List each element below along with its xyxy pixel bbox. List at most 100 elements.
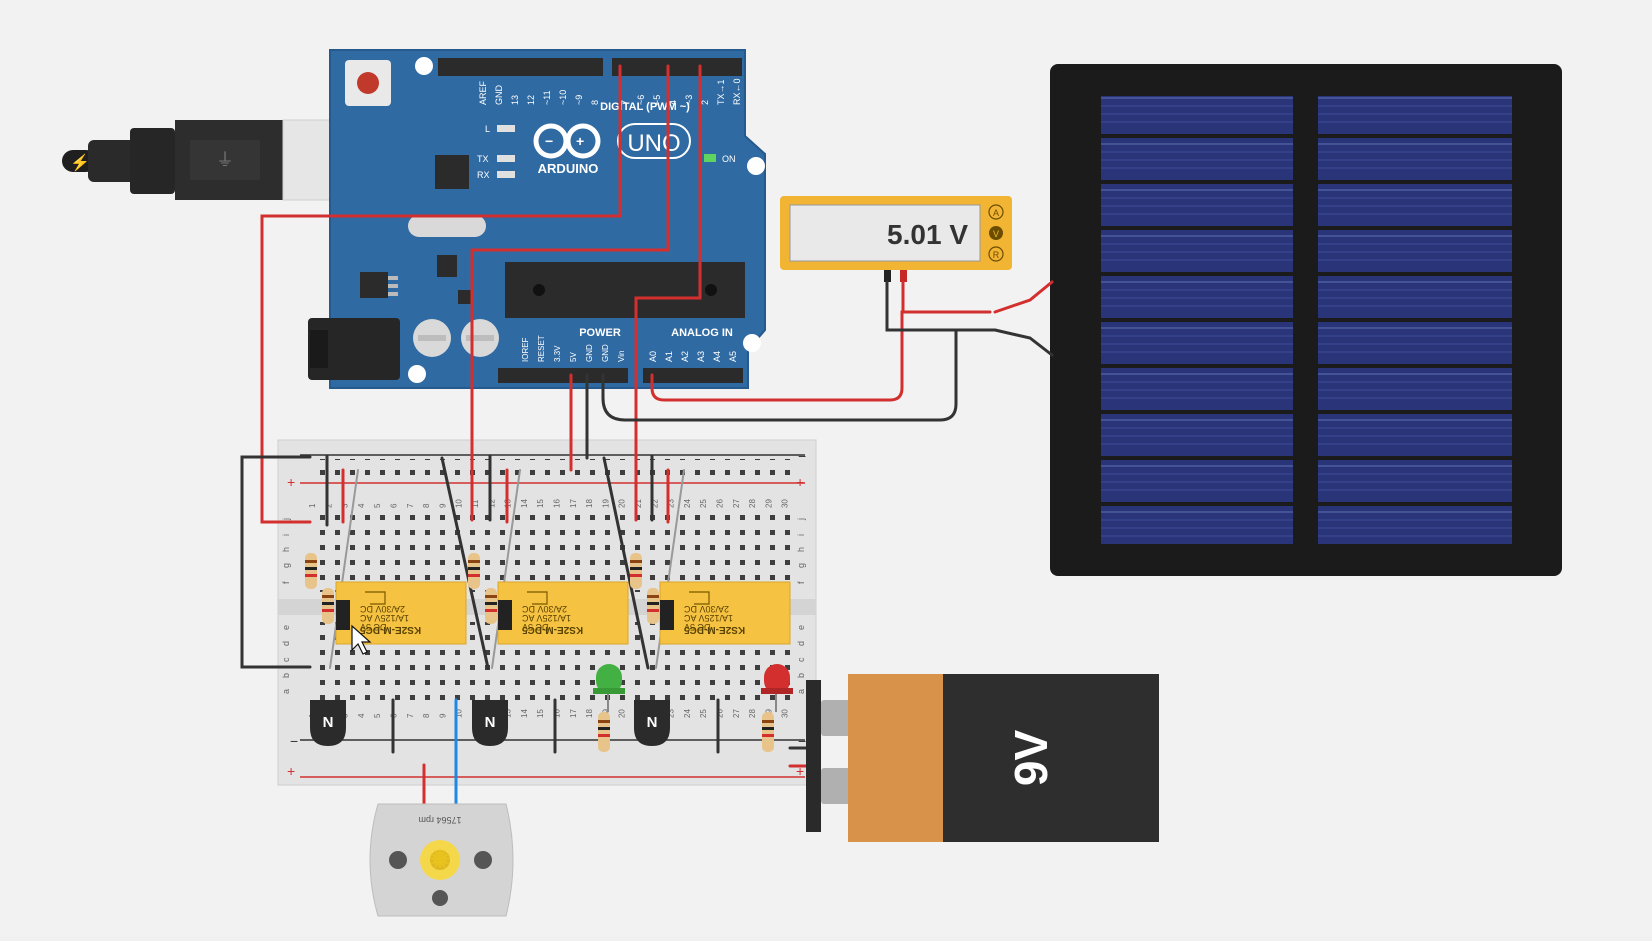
row-label: h — [281, 547, 291, 552]
column-label: 8 — [422, 503, 431, 508]
mounting-hole — [415, 57, 433, 75]
rail-minus-label: − — [290, 733, 298, 749]
resistor[interactable] — [485, 588, 497, 624]
wire-red[interactable] — [634, 64, 702, 522]
wire-black-solar[interactable] — [601, 328, 997, 422]
resistor[interactable] — [305, 553, 317, 589]
resistor[interactable] — [598, 712, 610, 752]
wire-red[interactable] — [470, 64, 670, 522]
resistor[interactable] — [322, 588, 334, 624]
column-label: 6 — [390, 503, 399, 508]
row-label: i — [281, 534, 291, 536]
transistor-2[interactable]: N — [472, 700, 508, 746]
row-label: j — [796, 518, 806, 521]
digital-pin-label: 8 — [590, 100, 600, 105]
resistor[interactable] — [762, 712, 774, 752]
multimeter[interactable]: 5.01 V A V R — [780, 196, 1012, 282]
relay-3[interactable]: 2A/30V DC 1A/125V AC DC 5V KS2E-M-DC5 — [659, 581, 791, 645]
mode-ammeter-button[interactable] — [988, 204, 1004, 220]
dc-motor[interactable]: 17564 rpm ✹ — [369, 803, 514, 917]
wire-red-solar[interactable] — [650, 310, 992, 402]
solar-lead-red[interactable] — [993, 280, 1054, 314]
power-pin-label: GND — [585, 344, 594, 362]
arduino-model: UNO — [627, 130, 680, 157]
column-label: 3 — [341, 503, 350, 508]
analog-pin-label: A4 — [712, 351, 722, 362]
analog-pin-label: A2 — [680, 351, 690, 362]
column-label: 17 — [569, 499, 578, 508]
column-label: 4 — [357, 713, 366, 718]
row-label: c — [281, 657, 291, 662]
analog-pin-label: A3 — [696, 351, 706, 362]
resistor[interactable] — [630, 553, 642, 589]
rail-plus-label: + — [796, 474, 804, 490]
relay-rating: 1A/125V AC — [522, 613, 572, 623]
relay-schematic-icon — [689, 591, 710, 605]
mode-ohmmeter-button[interactable] — [988, 246, 1004, 262]
battery-9v[interactable]: 9V — [806, 674, 1159, 842]
power-label: POWER — [579, 327, 621, 339]
digital-pin-label: GND — [494, 85, 504, 106]
multimeter-reading: 5.01 V — [887, 219, 968, 250]
column-label: 16 — [553, 499, 562, 508]
column-label: 5 — [373, 503, 382, 508]
relay-2[interactable]: 2A/30V DC 1A/125V AC DC 5V KS2E-M-DC5 — [497, 581, 629, 645]
resistor[interactable] — [647, 588, 659, 624]
motor-rpm: 17564 rpm — [418, 815, 461, 825]
relay-schematic-icon — [365, 591, 386, 605]
solar-panel[interactable] — [1050, 64, 1562, 576]
transistor-1[interactable]: N — [310, 700, 346, 746]
power-pin-label: Vin — [617, 351, 626, 362]
digital-pin-label: ~5 — [652, 95, 662, 105]
column-label: 11 — [471, 499, 480, 508]
wires[interactable] — [240, 64, 1054, 808]
arduino-brand: ARDUINO — [538, 161, 599, 176]
row-label: g — [281, 563, 291, 568]
probe-black[interactable] — [884, 270, 891, 282]
column-label: 30 — [781, 499, 790, 508]
digital-pin-label: RX←0 — [732, 78, 742, 105]
transistor-label: N — [647, 714, 658, 731]
relay-rating: 1A/125V AC — [684, 613, 734, 623]
rail-plus-label: + — [287, 763, 295, 779]
relay-1[interactable]: 2A/30V DC 1A/125V AC DC 5V KS2E-M-DC5 — [335, 581, 467, 645]
column-label: 27 — [732, 709, 741, 718]
jumper-grey[interactable] — [329, 469, 359, 669]
jumper-black-diag[interactable] — [602, 456, 650, 670]
row-label: c — [796, 657, 806, 662]
column-label: 16 — [553, 709, 562, 718]
mode-voltmeter-button[interactable] — [989, 226, 1003, 240]
transistor-3[interactable]: N — [634, 700, 670, 746]
column-label: 14 — [520, 709, 529, 718]
column-label: 5 — [373, 713, 382, 718]
row-label: a — [796, 689, 806, 694]
jumper-black-diag[interactable] — [440, 456, 490, 670]
wire-black-loop[interactable] — [240, 455, 312, 669]
mounting-hole — [408, 365, 426, 383]
led-green[interactable] — [593, 664, 625, 712]
column-label: 25 — [699, 709, 708, 718]
column-label: 1 — [308, 503, 317, 508]
column-label: 18 — [585, 709, 594, 718]
jumper-grey[interactable] — [491, 469, 521, 669]
wire-black-probe[interactable] — [885, 280, 958, 332]
wire-red[interactable] — [260, 64, 622, 524]
solar-lead-black[interactable] — [993, 328, 1054, 357]
column-label: 29 — [764, 499, 773, 508]
resistors[interactable] — [305, 553, 774, 752]
mode-r-label: R — [993, 250, 1000, 260]
column-label: 8 — [422, 713, 431, 718]
led-red[interactable] — [761, 664, 793, 712]
row-label: h — [796, 547, 806, 552]
dc-power-jack[interactable] — [308, 318, 400, 380]
probe-red[interactable] — [900, 270, 907, 282]
resistor[interactable] — [468, 553, 480, 589]
column-label: 7 — [406, 503, 415, 508]
row-label: e — [281, 625, 291, 630]
digital-pin-label: 13 — [510, 95, 520, 105]
